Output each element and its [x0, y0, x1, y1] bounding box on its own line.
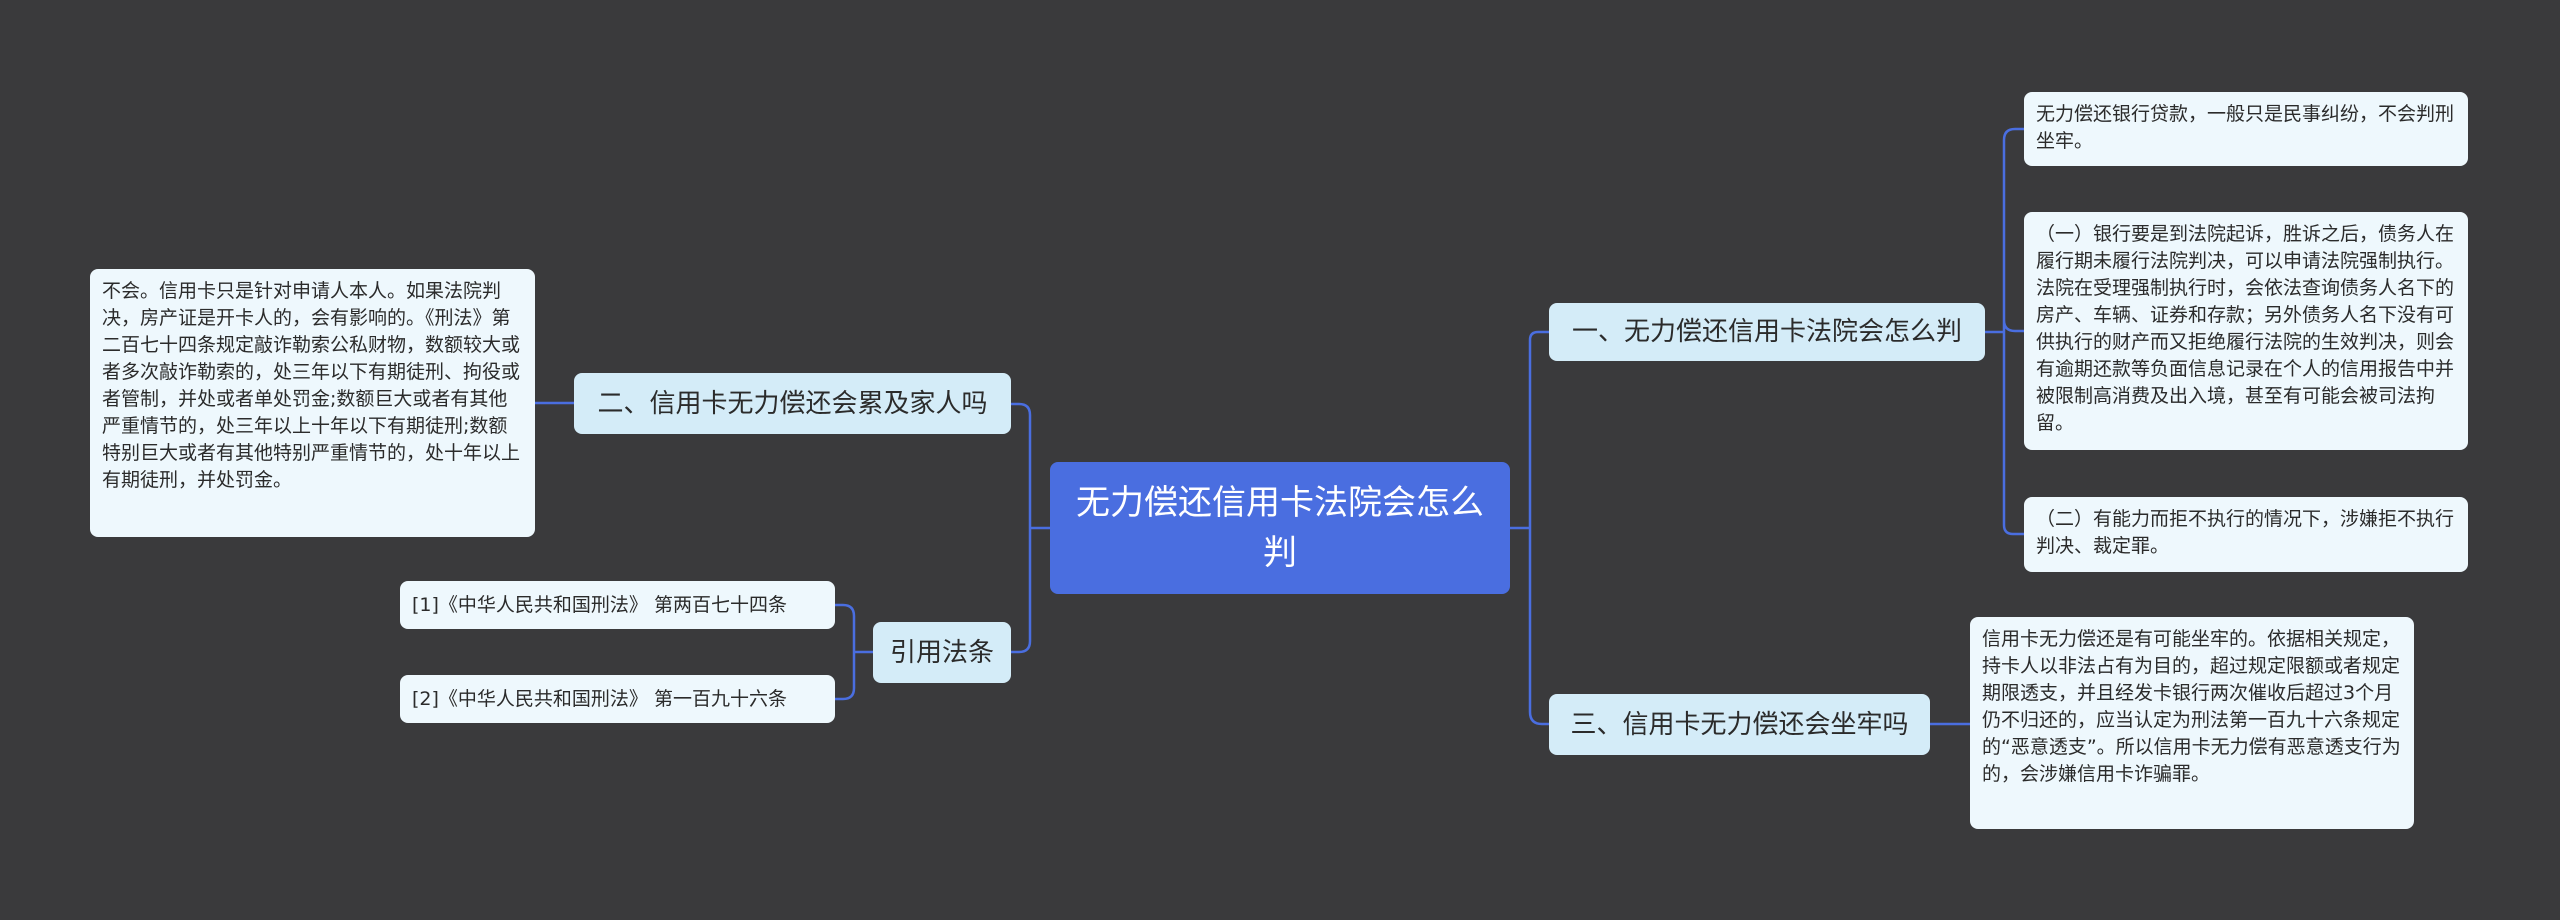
- branch-family-impact[interactable]: 二、信用卡无力偿还会累及家人吗: [574, 373, 1011, 434]
- connector-line: [1009, 402, 1052, 654]
- leaf-refuse-enforcement[interactable]: （二）有能力而拒不执行的情况下，涉嫌拒不执行判决、裁定罪。: [2024, 497, 2468, 572]
- leaf-civil-dispute[interactable]: 无力偿还银行贷款，一般只是民事纠纷，不会判刑坐牢。: [2024, 92, 2468, 166]
- connector-line: [1983, 127, 2026, 536]
- leaf-family-answer[interactable]: 不会。信用卡只是针对申请人本人。如果法院判决，房产证是开卡人的，会有影响的。《刑…: [90, 269, 535, 537]
- root-topic[interactable]: 无力偿还信用卡法院会怎么判: [1050, 462, 1510, 594]
- leaf-prison-answer[interactable]: 信用卡无力偿还是有可能坐牢的。依据相关规定，持卡人以非法占有为目的，超过规定限额…: [1970, 617, 2414, 829]
- branch-court-judgment[interactable]: 一、无力偿还信用卡法院会怎么判: [1549, 303, 1985, 361]
- connector-line: [833, 603, 875, 701]
- law-reference-item[interactable]: [2]《中华人民共和国刑法》 第一百九十六条: [400, 675, 835, 723]
- leaf-enforcement[interactable]: （一）银行要是到法院起诉，胜诉之后，债务人在履行期未履行法院判决，可以申请法院强…: [2024, 212, 2468, 450]
- law-reference-item[interactable]: [1]《中华人民共和国刑法》 第两百七十四条: [400, 581, 835, 629]
- connector-line: [1508, 330, 1551, 726]
- branch-cited-laws[interactable]: 引用法条: [873, 622, 1011, 683]
- branch-prison-risk[interactable]: 三、信用卡无力偿还会坐牢吗: [1549, 694, 1930, 755]
